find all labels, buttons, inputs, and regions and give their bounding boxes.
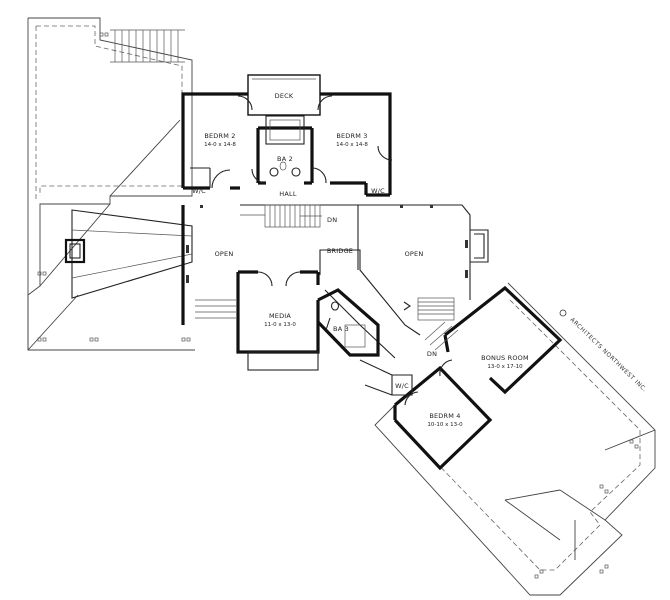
label-bedrm3: BEDRM 3 (336, 132, 367, 140)
label-ba2: BA 2 (277, 155, 293, 163)
logo-mark-icon (559, 309, 567, 317)
walls (181, 92, 563, 471)
size-bedrm3: 14-0 x 14-8 (336, 142, 368, 148)
label-bonus: BONUS ROOM (481, 354, 529, 362)
label-bridge: BRIDGE (327, 247, 353, 255)
fixtures (186, 115, 468, 406)
label-bedrm2: BEDRM 2 (204, 132, 235, 140)
label-open-left: OPEN (215, 250, 234, 258)
label-dn-hall: DN (327, 216, 337, 224)
size-media: 11-0 x 13-0 (264, 322, 296, 328)
label-open-right: OPEN (405, 250, 424, 258)
label-ba3: BA 3 (333, 325, 349, 333)
label-dn-stair: DN (427, 350, 437, 358)
label-wic-lower: W/C (395, 382, 409, 390)
size-bonus: 13-0 x 17-10 (487, 364, 523, 370)
roof-right (374, 282, 656, 596)
room-labels: DECK BEDRM 2 14-0 x 14-8 BEDRM 3 14-0 x … (192, 92, 529, 428)
roof-left (27, 17, 195, 351)
label-hall: HALL (279, 190, 297, 198)
label-deck: DECK (275, 92, 294, 100)
label-bedrm4: BEDRM 4 (429, 412, 460, 420)
size-bedrm4: 10-10 x 13-0 (427, 422, 463, 428)
size-bedrm2: 14-0 x 14-8 (204, 142, 236, 148)
label-wic-left: W/C (192, 187, 206, 195)
label-media: MEDIA (269, 312, 291, 320)
label-wic-right: W/C (371, 187, 385, 195)
